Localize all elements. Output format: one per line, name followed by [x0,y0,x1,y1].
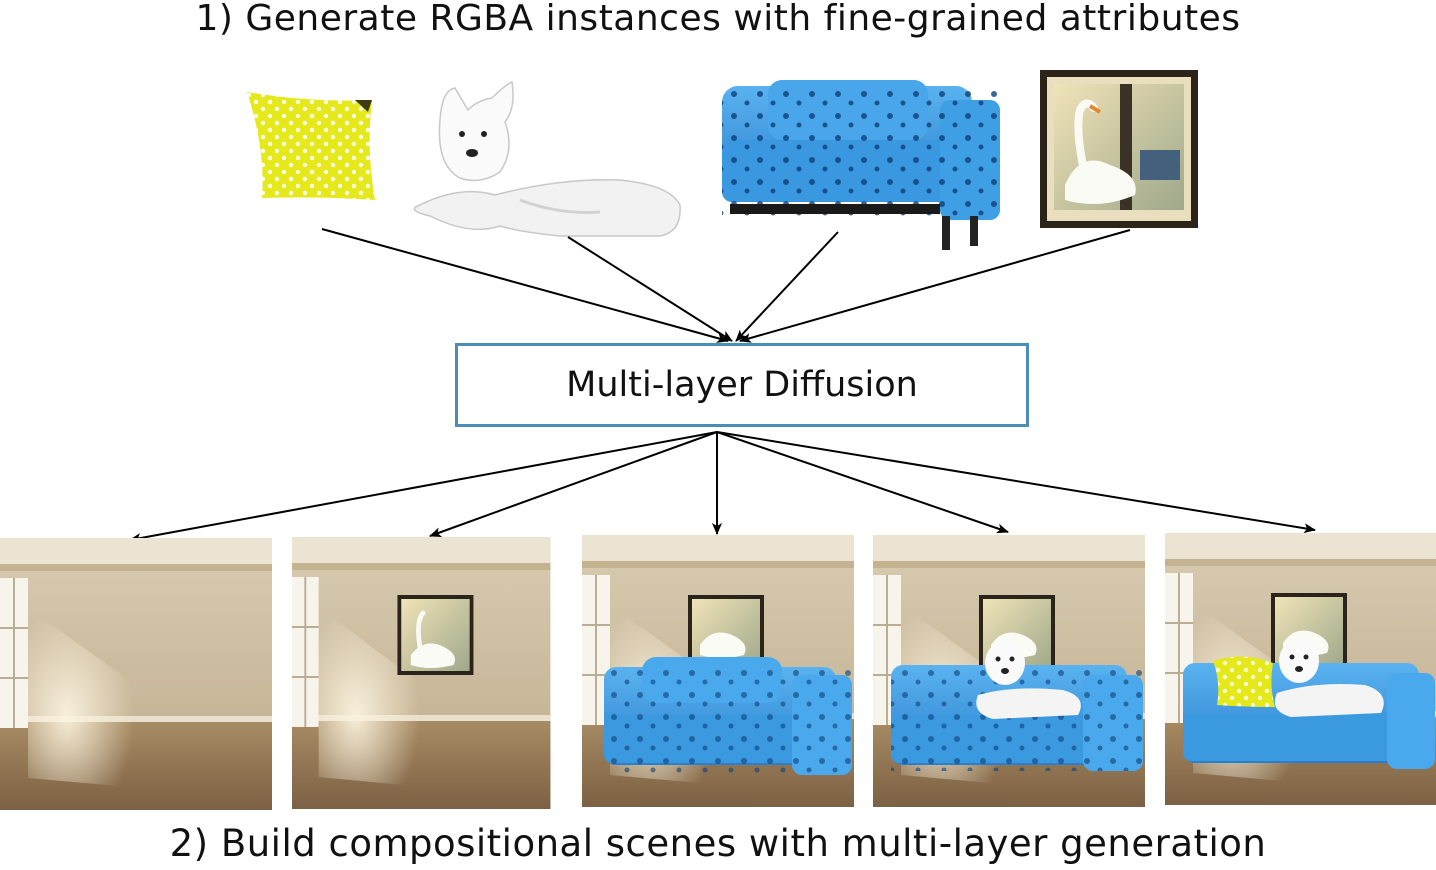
scene-empty-room [0,537,273,811]
diffusion-box-label: Multi-layer Diffusion [566,365,918,405]
dog-instance [413,80,681,237]
scene-room-with-painting-and-sofa [581,534,855,808]
pillow-instance [247,92,375,200]
output-arrows [129,431,1316,543]
scene-room-with-painting [291,536,552,810]
top-caption: 1) Generate RGBA instances with fine-gra… [195,0,1241,39]
swan-painting-instance [1040,70,1198,228]
input-arrows [321,228,1131,343]
sofa-instance [722,80,1000,250]
scene-room-full-composition [1164,532,1436,806]
scene-room-with-painting-sofa-dog [872,534,1146,808]
bottom-caption: 2) Build compositional scenes with multi… [169,822,1267,865]
multi-layer-diffusion-box: Multi-layer Diffusion [455,343,1029,427]
